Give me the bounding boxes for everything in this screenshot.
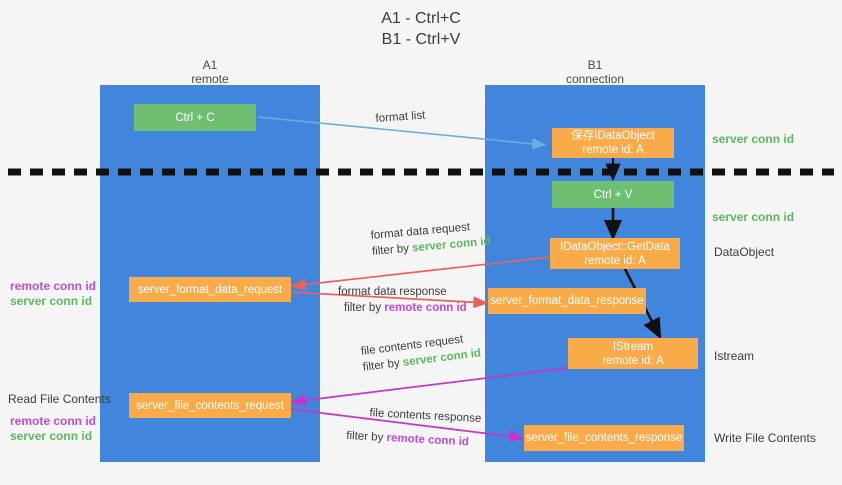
title-line-1: A1 - Ctrl+C <box>381 10 461 27</box>
left-label-server-conn-id-2-text: server conn id <box>10 429 93 443</box>
right-label-server-conn-id-mid-text: server conn id <box>712 210 795 224</box>
right-label-istream: Istream <box>714 349 754 364</box>
edge-label-file-contents-request: file contents request filter by server c… <box>360 330 482 376</box>
lane-b1-sub: connection <box>565 72 625 86</box>
right-label-istream-text: Istream <box>714 349 755 363</box>
lane-a1-name: A1 <box>202 58 218 72</box>
title-line-2: B1 - Ctrl+V <box>381 31 461 48</box>
edge-label-format-list-text: format list <box>375 109 426 125</box>
node-server-format-data-response[interactable]: server_format_data_response <box>488 288 646 314</box>
node-ctrl-v-label: Ctrl + V <box>593 188 633 201</box>
diagram-title: A1 - Ctrl+C B1 - Ctrl+V <box>0 8 842 50</box>
edge-label-format-list: format list <box>375 108 426 127</box>
lane-b1-name: B1 <box>587 58 603 72</box>
format-data-response-filter: filter by remote conn id <box>338 300 467 316</box>
node-server-format-data-response-label: server_format_data_response <box>490 295 644 307</box>
node-server-format-data-request[interactable]: server_format_data_request <box>129 277 291 302</box>
lane-header-a1: A1 remote <box>100 58 320 86</box>
right-label-write-file-contents-text: Write File Contents <box>714 431 816 445</box>
node-save-dataobject[interactable]: 保存IDataObject remote id: A <box>552 128 674 158</box>
node-server-file-contents-request-label: server_file_contents_request <box>136 399 284 412</box>
node-server-file-contents-request[interactable]: server_file_contents_request <box>129 393 291 418</box>
node-server-file-contents-response-label: server_file_contents_response <box>525 432 683 444</box>
right-label-server-conn-id-mid: server conn id <box>712 210 794 225</box>
format-data-response-filter-prefix: filter by <box>344 302 385 314</box>
node-ctrl-v[interactable]: Ctrl + V <box>552 181 674 208</box>
node-ctrl-c-label: Ctrl + C <box>175 111 215 124</box>
edge-label-format-data-response: format data response filter by remote co… <box>338 284 467 316</box>
lane-a1-sub: remote <box>191 72 229 86</box>
left-label-remote-conn-id-2: remote conn id <box>10 414 96 429</box>
file-contents-response-filter-value: remote conn id <box>386 432 470 449</box>
left-label-remote-conn-id-1-text: remote conn id <box>10 279 97 293</box>
left-label-remote-conn-id-2-text: remote conn id <box>10 414 97 428</box>
left-label-server-conn-id-1-text: server conn id <box>10 294 93 308</box>
format-data-response-line1: format data response <box>338 286 447 298</box>
right-label-server-conn-id-top: server conn id <box>712 132 794 147</box>
node-istream-line2: remote id: A <box>602 354 664 367</box>
edge-label-format-data-request: format data request filter by server con… <box>370 218 491 260</box>
node-istream-line1: IStream <box>612 340 654 353</box>
file-contents-request-filter-prefix: filter by <box>362 356 404 374</box>
node-save-dataobject-line2: remote id: A <box>582 144 644 156</box>
edge-label-file-contents-response: file contents response filter by remote … <box>346 404 482 451</box>
node-ctrl-c[interactable]: Ctrl + C <box>134 104 256 131</box>
node-getdata[interactable]: IDataObject::GetData remote id: A <box>550 238 680 269</box>
right-label-dataobject: DataObject <box>714 245 774 260</box>
node-server-format-data-request-label: server_format_data_request <box>137 283 283 296</box>
right-label-dataobject-text: DataObject <box>714 245 775 259</box>
file-contents-response-filter-prefix: filter by <box>346 429 387 445</box>
format-data-request-filter-prefix: filter by <box>371 242 413 258</box>
right-label-write-file-contents: Write File Contents <box>714 431 816 446</box>
format-data-request-filter-value: server conn id <box>411 235 492 255</box>
left-label-server-conn-id-1: server conn id <box>10 294 92 309</box>
node-getdata-line1: IDataObject::GetData <box>560 240 670 253</box>
format-data-response-filter-value: remote conn id <box>384 302 467 314</box>
left-label-remote-conn-id-1: remote conn id <box>10 279 96 294</box>
node-server-file-contents-response[interactable]: server_file_contents_response <box>524 425 684 451</box>
left-label-read-file-contents-text: Read File Contents <box>8 392 111 406</box>
left-label-server-conn-id-2: server conn id <box>10 429 92 444</box>
node-getdata-line2: remote id: A <box>584 254 646 267</box>
node-istream[interactable]: IStream remote id: A <box>568 338 698 369</box>
lane-header-b1: B1 connection <box>485 58 705 86</box>
right-label-server-conn-id-top-text: server conn id <box>712 132 795 146</box>
node-save-dataobject-line1: 保存IDataObject <box>571 130 655 142</box>
left-label-read-file-contents: Read File Contents <box>8 392 111 407</box>
